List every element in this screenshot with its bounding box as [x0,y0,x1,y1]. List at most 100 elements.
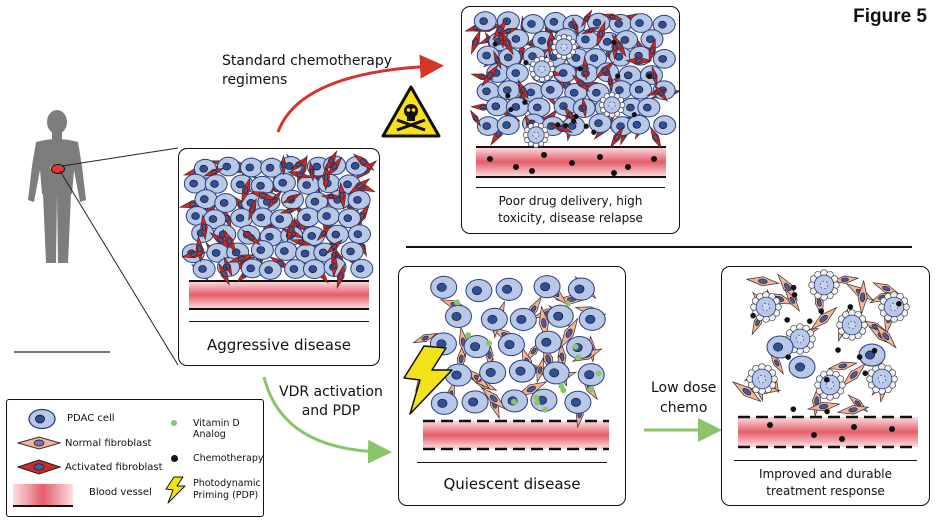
fibroblast [498,27,519,35]
fibroblast [624,56,653,65]
chemo-dot [862,370,869,377]
fibroblast [581,56,589,81]
pdac-cell [305,191,329,212]
chemo-dot [791,292,798,298]
chemo-dot [577,66,583,72]
legend-normal-fibroblast-label: Normal fibroblast [65,438,152,449]
fibroblast [248,197,257,222]
fibroblast [809,306,838,331]
chemo-dot [818,308,825,314]
pdac-cell [250,207,274,228]
fibroblast [596,20,606,48]
pdac-cell [652,49,676,69]
chemo-dot [750,312,756,319]
pdac-cell [553,96,577,116]
fibroblast [325,239,344,255]
fibroblast [218,262,230,286]
fibroblast [649,125,662,150]
vitamin-d-dot [453,299,460,306]
pdac-cell [567,277,595,301]
fibroblast [287,171,312,179]
fibroblast [195,235,204,263]
pdac-cell [533,275,561,299]
fibroblast [280,154,287,176]
pdac-cell [296,207,320,228]
chemo-dot [824,408,830,415]
pdac-cell [444,304,472,328]
legend-blood-vessel-icon [13,484,73,507]
aggressive-disease-panel: Aggressive disease [178,148,380,366]
fibroblast [325,150,338,172]
fibroblast [559,317,579,350]
legend-activated-fibroblast-label: Activated fibroblast [65,462,163,473]
pdac-cell [350,258,374,279]
pdac-cell [347,224,371,245]
pdac-cell [480,307,508,331]
pdac-cell [546,304,574,328]
fibroblast [279,207,300,214]
fibroblast [581,97,588,119]
quiescent-caption: Quiescent disease [443,475,581,493]
fibroblast [651,65,658,87]
legend-pdp-bolt-icon [165,476,186,504]
pdac-cell [274,241,298,261]
vitamin-d-dot [588,385,595,392]
fibroblast [241,176,251,204]
vitamin-d-dot [572,343,579,350]
chemo-dot [529,168,535,174]
pdac-cell [473,11,497,31]
standard-chemo-label: Standard chemotherapy regimens [222,53,393,88]
fibroblast [289,239,313,246]
chemo-dot [784,317,791,323]
chemo-dot [492,41,498,47]
fibroblast [806,401,841,412]
dying-pdac-cell [746,363,778,395]
quiescent-tissue [412,275,609,451]
chemo-dot [625,164,631,170]
fibroblast [326,156,343,178]
improved-response-panel: Improved and durable treatment response [721,266,930,506]
figure-label: Figure 5 [853,6,927,27]
pdac-cell [476,45,500,66]
fibroblast [536,356,544,384]
fibroblast [308,160,315,183]
chemo-dot [570,118,577,124]
pdac-cell [465,278,493,303]
dying-pdac-cell [808,269,840,301]
fibroblast [745,276,781,287]
quiescent-divider [417,462,607,463]
fibroblast [481,64,499,87]
photodynamic-priming-bolt-icon [403,345,453,415]
fibroblast [492,18,508,41]
pdac-cell [627,114,651,135]
pdac-cell [508,359,536,383]
legend-blood-vessel-label: Blood vessel [89,487,152,498]
pdac-cell [652,14,676,35]
fibroblast [875,323,897,349]
pdac-cell [509,307,537,332]
chemo-dot [856,354,863,360]
fibroblast [654,84,668,102]
pdac-cell [653,115,677,135]
fibroblast [281,193,302,204]
fibroblast [571,74,590,93]
improved-divider [734,460,917,461]
standard-chemo-arrow [276,54,444,133]
chemo-dot [790,406,797,412]
chemo-dot [522,99,528,105]
fibroblast [572,16,579,37]
chemo-dot [851,424,857,430]
vitamin-d-dot [565,300,572,307]
poor-delivery-panel: Poor drug delivery, high toxicity, disea… [461,6,680,234]
fibroblast [228,254,256,263]
fibroblast [580,9,593,28]
pdac-cell [496,115,520,135]
pdac-cell [497,333,525,357]
chemo-dot [505,93,511,99]
pdac-cell [485,96,509,117]
fibroblast [289,156,307,173]
chemo-dot [555,122,561,128]
poor-divider [476,187,665,188]
